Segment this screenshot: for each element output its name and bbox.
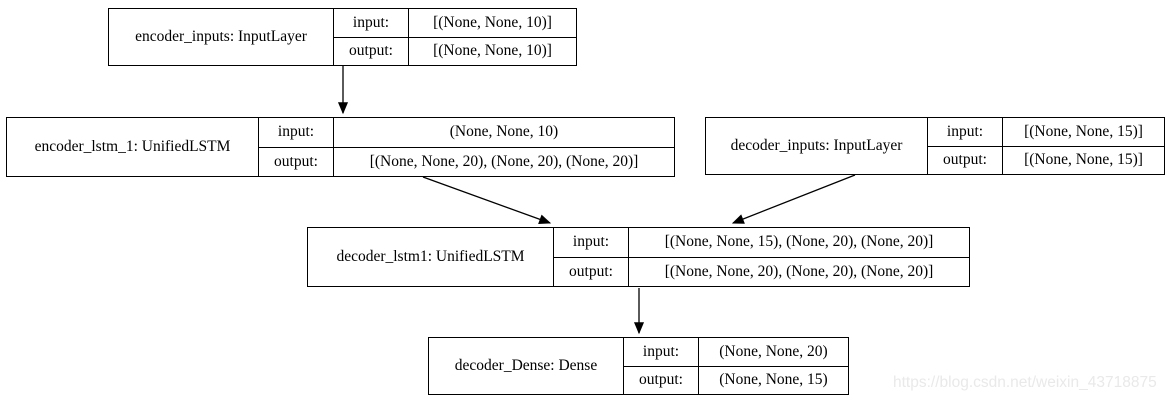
output-shape: [(None, None, 20), (None, 20), (None, 20… [664,262,934,280]
output-label: output: [259,147,334,176]
output-row: output: (None, None, 15) [624,366,848,394]
output-row: output: [(None, None, 20), (None, 20), (… [554,257,969,286]
input-shape: [(None, None, 10)] [433,13,552,31]
output-label: output: [624,366,699,394]
io-table: input: [(None, None, 15)] output: [(None… [928,118,1164,174]
layer-name: decoder_Dense: Dense [429,338,624,394]
node-decoder-dense: decoder_Dense: Dense input: (None, None,… [428,337,849,395]
output-shape: (None, None, 15) [719,371,828,389]
output-label: output: [928,146,1003,174]
edge-decoder-inputs-to-decoder-lstm [731,174,856,224]
input-label: input: [334,9,409,37]
input-row: input: [(None, None, 15)] [928,118,1164,147]
input-row: input: (None, None, 10) [259,118,674,148]
node-decoder-inputs: decoder_inputs: InputLayer input: [(None… [705,117,1165,175]
output-label: output: [334,37,409,65]
watermark-text: https://blog.csdn.net/weixin_43718875 [893,374,1157,391]
input-label: input: [624,338,699,366]
layer-name: encoder_lstm_1: UnifiedLSTM [7,118,259,176]
io-table: input: (None, None, 10) output: [(None, … [259,118,674,176]
io-table: input: [(None, None, 15), (None, 20), (N… [554,228,969,286]
input-shape: [(None, None, 15)] [1024,122,1143,140]
output-row: output: [(None, None, 15)] [928,146,1164,174]
io-table: input: (None, None, 20) output: (None, N… [624,338,848,394]
edge-encoder-lstm-to-decoder-lstm [422,176,552,225]
io-table: input: [(None, None, 10)] output: [(None… [334,9,576,65]
output-shape: [(None, None, 10)] [433,42,552,60]
output-row: output: [(None, None, 10)] [334,37,576,65]
input-label: input: [928,118,1003,146]
output-shape: [(None, None, 20), (None, 20), (None, 20… [369,152,639,170]
input-label: input: [554,228,629,257]
layer-name: decoder_lstm1: UnifiedLSTM [308,228,554,286]
node-encoder-lstm-1: encoder_lstm_1: UnifiedLSTM input: (None… [6,117,675,177]
node-encoder-inputs: encoder_inputs: InputLayer input: [(None… [108,8,577,66]
input-shape: (None, None, 20) [719,342,828,360]
input-row: input: [(None, None, 15), (None, 20), (N… [554,228,969,258]
input-label: input: [259,118,334,147]
input-shape: [(None, None, 15), (None, 20), (None, 20… [664,233,934,251]
output-shape: [(None, None, 15)] [1024,151,1143,169]
output-label: output: [554,257,629,286]
layer-name: decoder_inputs: InputLayer [706,118,928,174]
input-row: input: (None, None, 20) [624,338,848,367]
input-row: input: [(None, None, 10)] [334,9,576,38]
layer-name: encoder_inputs: InputLayer [109,9,334,65]
input-shape: (None, None, 10) [449,123,559,141]
node-decoder-lstm1: decoder_lstm1: UnifiedLSTM input: [(None… [307,227,970,287]
output-row: output: [(None, None, 20), (None, 20), (… [259,147,674,176]
